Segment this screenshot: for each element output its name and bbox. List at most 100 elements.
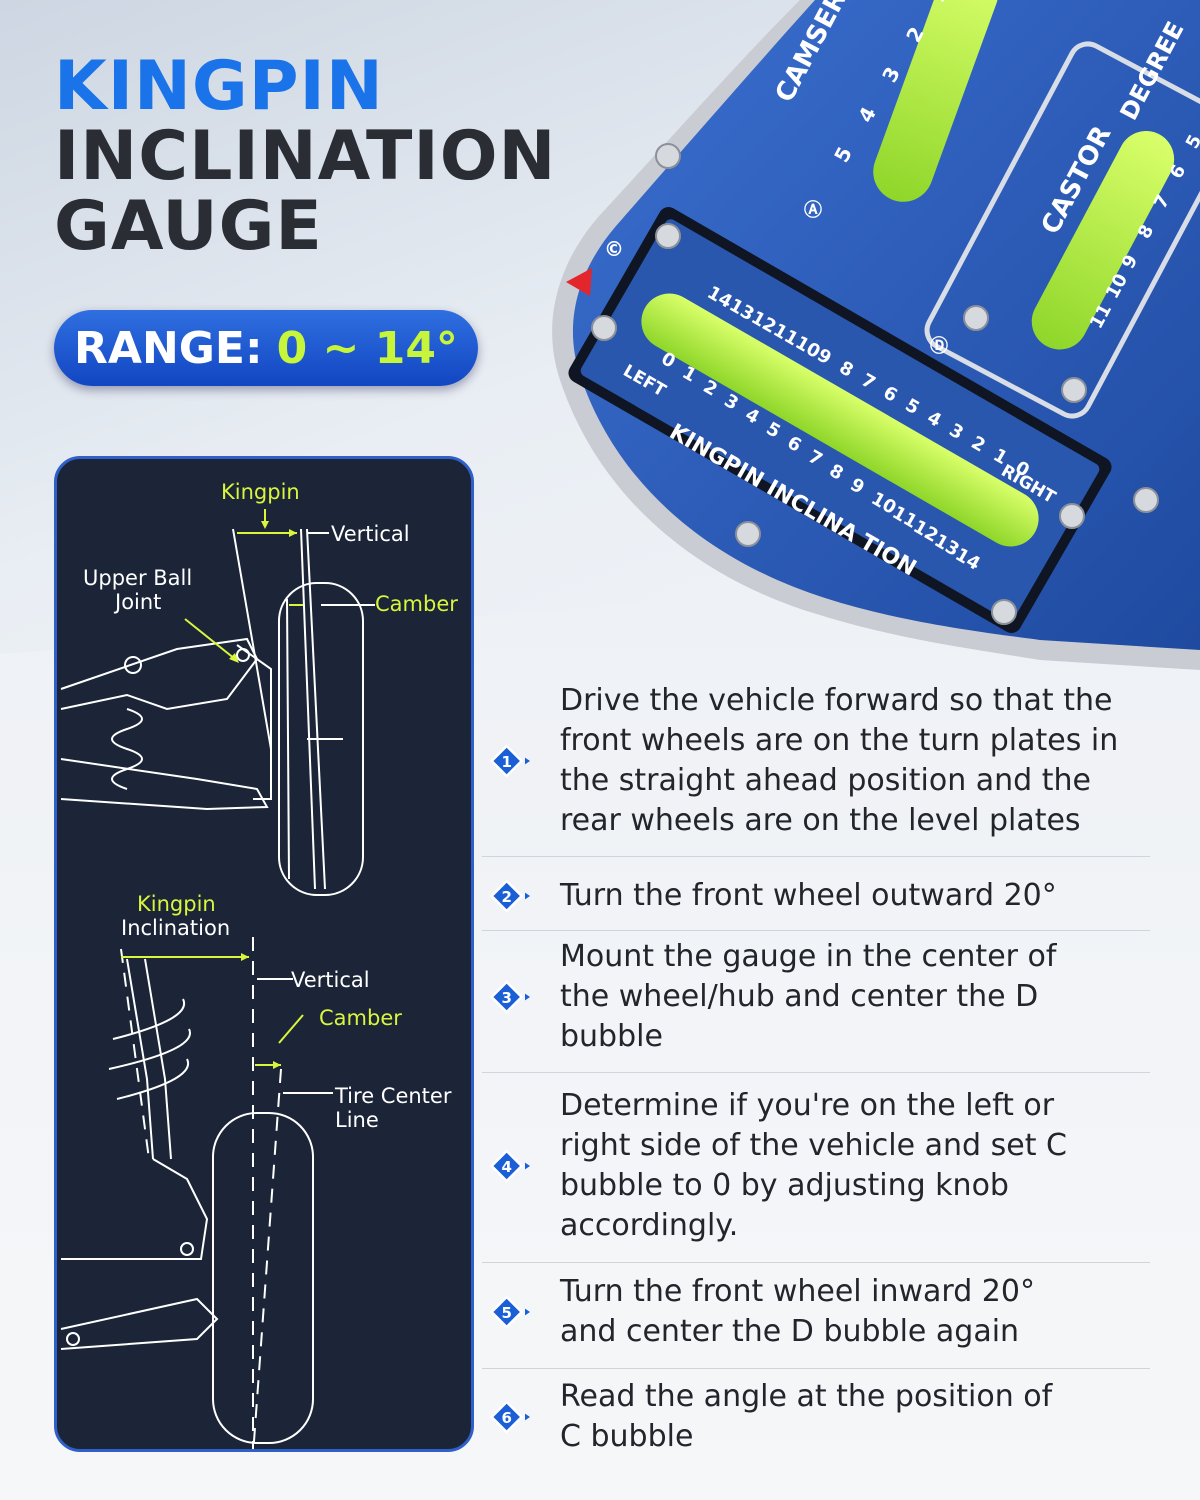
scale-top-3: 3 <box>946 420 967 444</box>
label-vertical-bottom: Vertical <box>291 968 370 992</box>
scale-bottom-3: 3 <box>721 390 742 414</box>
gauge-illustration: © Ⓐ Ⓓ <box>0 0 1200 680</box>
step-text: Turn the front wheel outward 20° <box>560 876 1160 916</box>
scale-bottom-9: 9 <box>847 474 868 498</box>
title-line-1: KINGPIN <box>54 47 384 126</box>
step-divider <box>482 930 1150 931</box>
scale-bottom-2: 2 <box>700 376 721 400</box>
step-text: Drive the vehicle forward so that the fro… <box>560 681 1160 841</box>
label-kingpin-incl-1: Kingpin <box>137 892 216 916</box>
castor-scale-5: 5 <box>1182 131 1200 152</box>
step-text-line: the straight ahead position and the <box>560 763 1091 798</box>
step-text-line: Mount the gauge in the center of <box>560 939 1057 974</box>
camber-scale-2: 2 <box>901 23 929 47</box>
scale-top-7: 7 <box>858 370 879 394</box>
step-divider <box>482 1368 1150 1369</box>
label-camber-top: Camber <box>375 592 458 616</box>
title-line-3: GAUGE <box>54 187 323 266</box>
label-kingpin: Kingpin <box>221 480 300 504</box>
camber-scale-4: 4 <box>853 103 881 127</box>
label-upper-ball-1: Upper Ball <box>83 566 192 590</box>
castor-scale-6: 6 <box>1166 161 1190 182</box>
step-number: 4 <box>501 1158 511 1176</box>
step-text-line: Drive the vehicle forward so that the <box>560 683 1113 718</box>
label-kingpin-incl-2: Inclination <box>121 916 230 940</box>
label-upper-ball-2: Joint <box>113 590 161 614</box>
step-number: 6 <box>501 1409 511 1427</box>
step-text-line: Determine if you're on the left or <box>560 1088 1055 1123</box>
bubble-c-label: © <box>604 237 624 261</box>
step-item: 6 Read the angle at the position of C bubb… <box>478 1372 1150 1462</box>
castor-title: CASTOR <box>1036 121 1118 239</box>
step-divider <box>482 856 1150 857</box>
label-camber-bottom: Camber <box>319 1006 402 1030</box>
step-number-badge: 1 <box>490 744 530 778</box>
scale-top-5: 5 <box>902 395 923 419</box>
scale-bottom-1: 1 <box>679 362 700 386</box>
step-text-line: C bubble <box>560 1419 694 1454</box>
step-text-line: Read the angle at the position of <box>560 1379 1053 1414</box>
step-text-line: rear wheels are on the level plates <box>560 803 1081 838</box>
scale-bottom-4: 4 <box>742 404 763 428</box>
step-divider <box>482 1262 1150 1263</box>
camber-scale-5: 5 <box>829 143 857 167</box>
step-item: 5 Turn the front wheel inward 20° and cent… <box>478 1262 1150 1362</box>
label-vertical-top: Vertical <box>331 522 410 546</box>
step-number: 1 <box>501 753 511 771</box>
castor-scale-8: 8 <box>1134 221 1158 242</box>
range-label: RANGE: <box>74 322 263 374</box>
svg-text:Ⓐ: Ⓐ <box>804 199 822 221</box>
scale-bottom-8: 8 <box>826 460 847 484</box>
label-tire-center-1: Tire Center <box>334 1084 452 1108</box>
step-text-line: right side of the vehicle and set C <box>560 1128 1067 1163</box>
svg-text:Ⓓ: Ⓓ <box>930 335 948 357</box>
step-text: Read the angle at the position of C bubbl… <box>560 1377 1160 1457</box>
scale-top-2: 2 <box>968 432 989 456</box>
scale-bottom-6: 6 <box>784 432 805 456</box>
steps-list: 1 Drive the vehicle forward so that the fr… <box>478 672 1164 1462</box>
degree-title: DEGREE <box>1115 17 1190 125</box>
castor-scale-9: 9 <box>1118 251 1142 272</box>
step-text-line: Turn the front wheel inward 20° <box>560 1274 1035 1309</box>
scale-bottom-7: 7 <box>805 446 826 470</box>
scale-top-6: 6 <box>880 382 901 406</box>
range-value: 0 ~ 14° <box>276 322 458 374</box>
step-text-line: bubble to 0 by adjusting knob <box>560 1168 1009 1203</box>
step-divider <box>482 1072 1150 1073</box>
step-text-line: Turn the front wheel outward 20° <box>560 878 1057 913</box>
step-item: 4 Determine if you're on the left or right… <box>478 1076 1150 1256</box>
scale-top-8: 8 <box>836 357 857 381</box>
step-number: 3 <box>501 989 511 1007</box>
suspension-diagram: Kingpin Vertical Upper Ball Joint Camber… <box>54 456 474 1452</box>
step-number-badge: 6 <box>490 1400 530 1434</box>
step-text: Turn the front wheel inward 20° and cente… <box>560 1272 1160 1352</box>
castor-scale-10: 10 <box>1102 270 1132 302</box>
castor-scale-11: 11 <box>1086 300 1116 332</box>
step-text-line: accordingly. <box>560 1208 739 1243</box>
step-number-badge: 4 <box>490 1149 530 1183</box>
scale-bottom-5: 5 <box>763 418 784 442</box>
diagram-svg: Kingpin Vertical Upper Ball Joint Camber… <box>60 480 458 1449</box>
label-tire-center-2: Line <box>335 1108 379 1132</box>
step-item: 1 Drive the vehicle forward so that the fr… <box>478 672 1150 850</box>
scale-top-4: 4 <box>924 407 945 431</box>
step-text: Determine if you're on the left or right … <box>560 1086 1160 1246</box>
step-number-badge: 3 <box>490 980 530 1014</box>
title-line-2: INCLINATION <box>54 117 557 196</box>
camber-scale-1: 1 <box>925 0 953 6</box>
step-number-badge: 2 <box>490 879 530 913</box>
castor-scale-7: 7 <box>1150 191 1174 212</box>
range-badge: RANGE: 0 ~ 14° <box>54 310 478 386</box>
step-item: 2 Turn the front wheel outward 20° <box>478 868 1150 924</box>
camber-title: CAMSER <box>770 0 854 107</box>
step-text-line: front wheels are on the turn plates in <box>560 723 1119 758</box>
step-text-line: bubble <box>560 1019 663 1054</box>
step-number-badge: 5 <box>490 1295 530 1329</box>
page-title: KINGPIN INCLINATION GAUGE <box>54 52 556 262</box>
step-number: 2 <box>501 888 511 906</box>
step-number: 5 <box>501 1304 511 1322</box>
step-text-line: and center the D bubble again <box>560 1314 1020 1349</box>
